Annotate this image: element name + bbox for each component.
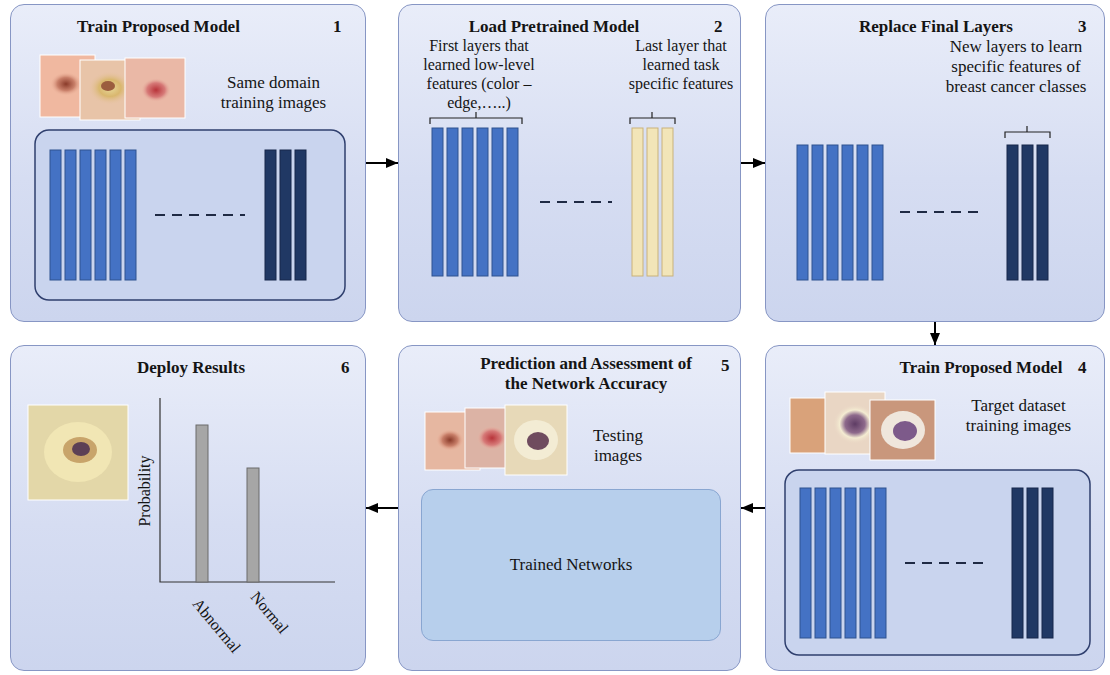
text-holder: Prediction and Assessment of the Network… (469, 354, 703, 394)
text-holder: Trained Networks (422, 490, 720, 640)
panel-title: Replace Final Layers (811, 17, 1061, 37)
step-number: 3 (1078, 17, 1098, 37)
text-holder: 3 (1078, 17, 1098, 37)
flow-arrow (934, 322, 936, 345)
text-holder: 4 (1078, 358, 1098, 378)
layer-note: New layers to learn specific features of… (936, 37, 1096, 97)
text-holder: 5 (721, 356, 739, 376)
text-holder: Train Proposed Model (31, 17, 286, 37)
image-caption: Testing images (586, 426, 650, 466)
step-panel: Prediction and Assessment of the Network… (398, 345, 741, 671)
flow-arrow (366, 507, 398, 509)
network-label: Trained Networks (502, 555, 641, 575)
panel-title: Prediction and Assessment of the Network… (469, 354, 703, 394)
step-panel: Replace Final Layers 3New layers to learn… (765, 4, 1105, 322)
step-panel: Train Proposed Model 1Same domain trainin… (10, 4, 366, 322)
text-holder: 6 (341, 358, 361, 378)
category-label: Normal (246, 588, 292, 638)
text-holder: Same domain training images (216, 73, 331, 113)
text-holder: Deploy Results (66, 358, 316, 378)
panel-title: Deploy Results (66, 358, 316, 378)
step-number: 1 (333, 17, 353, 37)
flow-arrow (741, 507, 765, 509)
text-holder: Last layer that learned task specific fe… (626, 37, 736, 94)
text-holder: First layers that learned low-level feat… (419, 37, 539, 113)
text-holder: Target dataset training images (961, 396, 1076, 436)
text-holder: Replace Final Layers (811, 17, 1061, 37)
layer-note: Last layer that learned task specific fe… (626, 37, 736, 94)
step-number: 4 (1078, 358, 1098, 378)
layer-note: First layers that learned low-level feat… (419, 37, 539, 113)
step-number: 6 (341, 358, 361, 378)
step-number: 2 (714, 17, 734, 37)
network-box: Trained Networks (421, 489, 721, 641)
step-number: 5 (721, 356, 739, 376)
step-panel: Train Proposed Model4Target dataset trai… (765, 345, 1105, 671)
panel-title: Load Pretrained Model (429, 17, 679, 37)
step-panel: Deploy Results 6ProbabilityAbnormalNormal (10, 345, 366, 671)
panel-title: Train Proposed Model (31, 17, 286, 37)
text-holder: Testing images (586, 426, 650, 466)
image-caption: Target dataset training images (961, 396, 1076, 436)
text-holder: Load Pretrained Model (429, 17, 679, 37)
flow-arrow (366, 162, 398, 164)
step-panel: Load Pretrained Model 2First layers that … (398, 4, 741, 322)
text-holder: 1 (333, 17, 353, 37)
flow-arrow (741, 162, 765, 164)
image-caption: Same domain training images (216, 73, 331, 113)
text-holder: 2 (714, 17, 734, 37)
axis-label: Probability (136, 455, 155, 526)
text-holder: New layers to learn specific features of… (936, 37, 1096, 97)
category-label: Abnormal (188, 595, 244, 657)
text-holder: Train Proposed Model (856, 358, 1106, 378)
panel-title: Train Proposed Model (856, 358, 1106, 378)
